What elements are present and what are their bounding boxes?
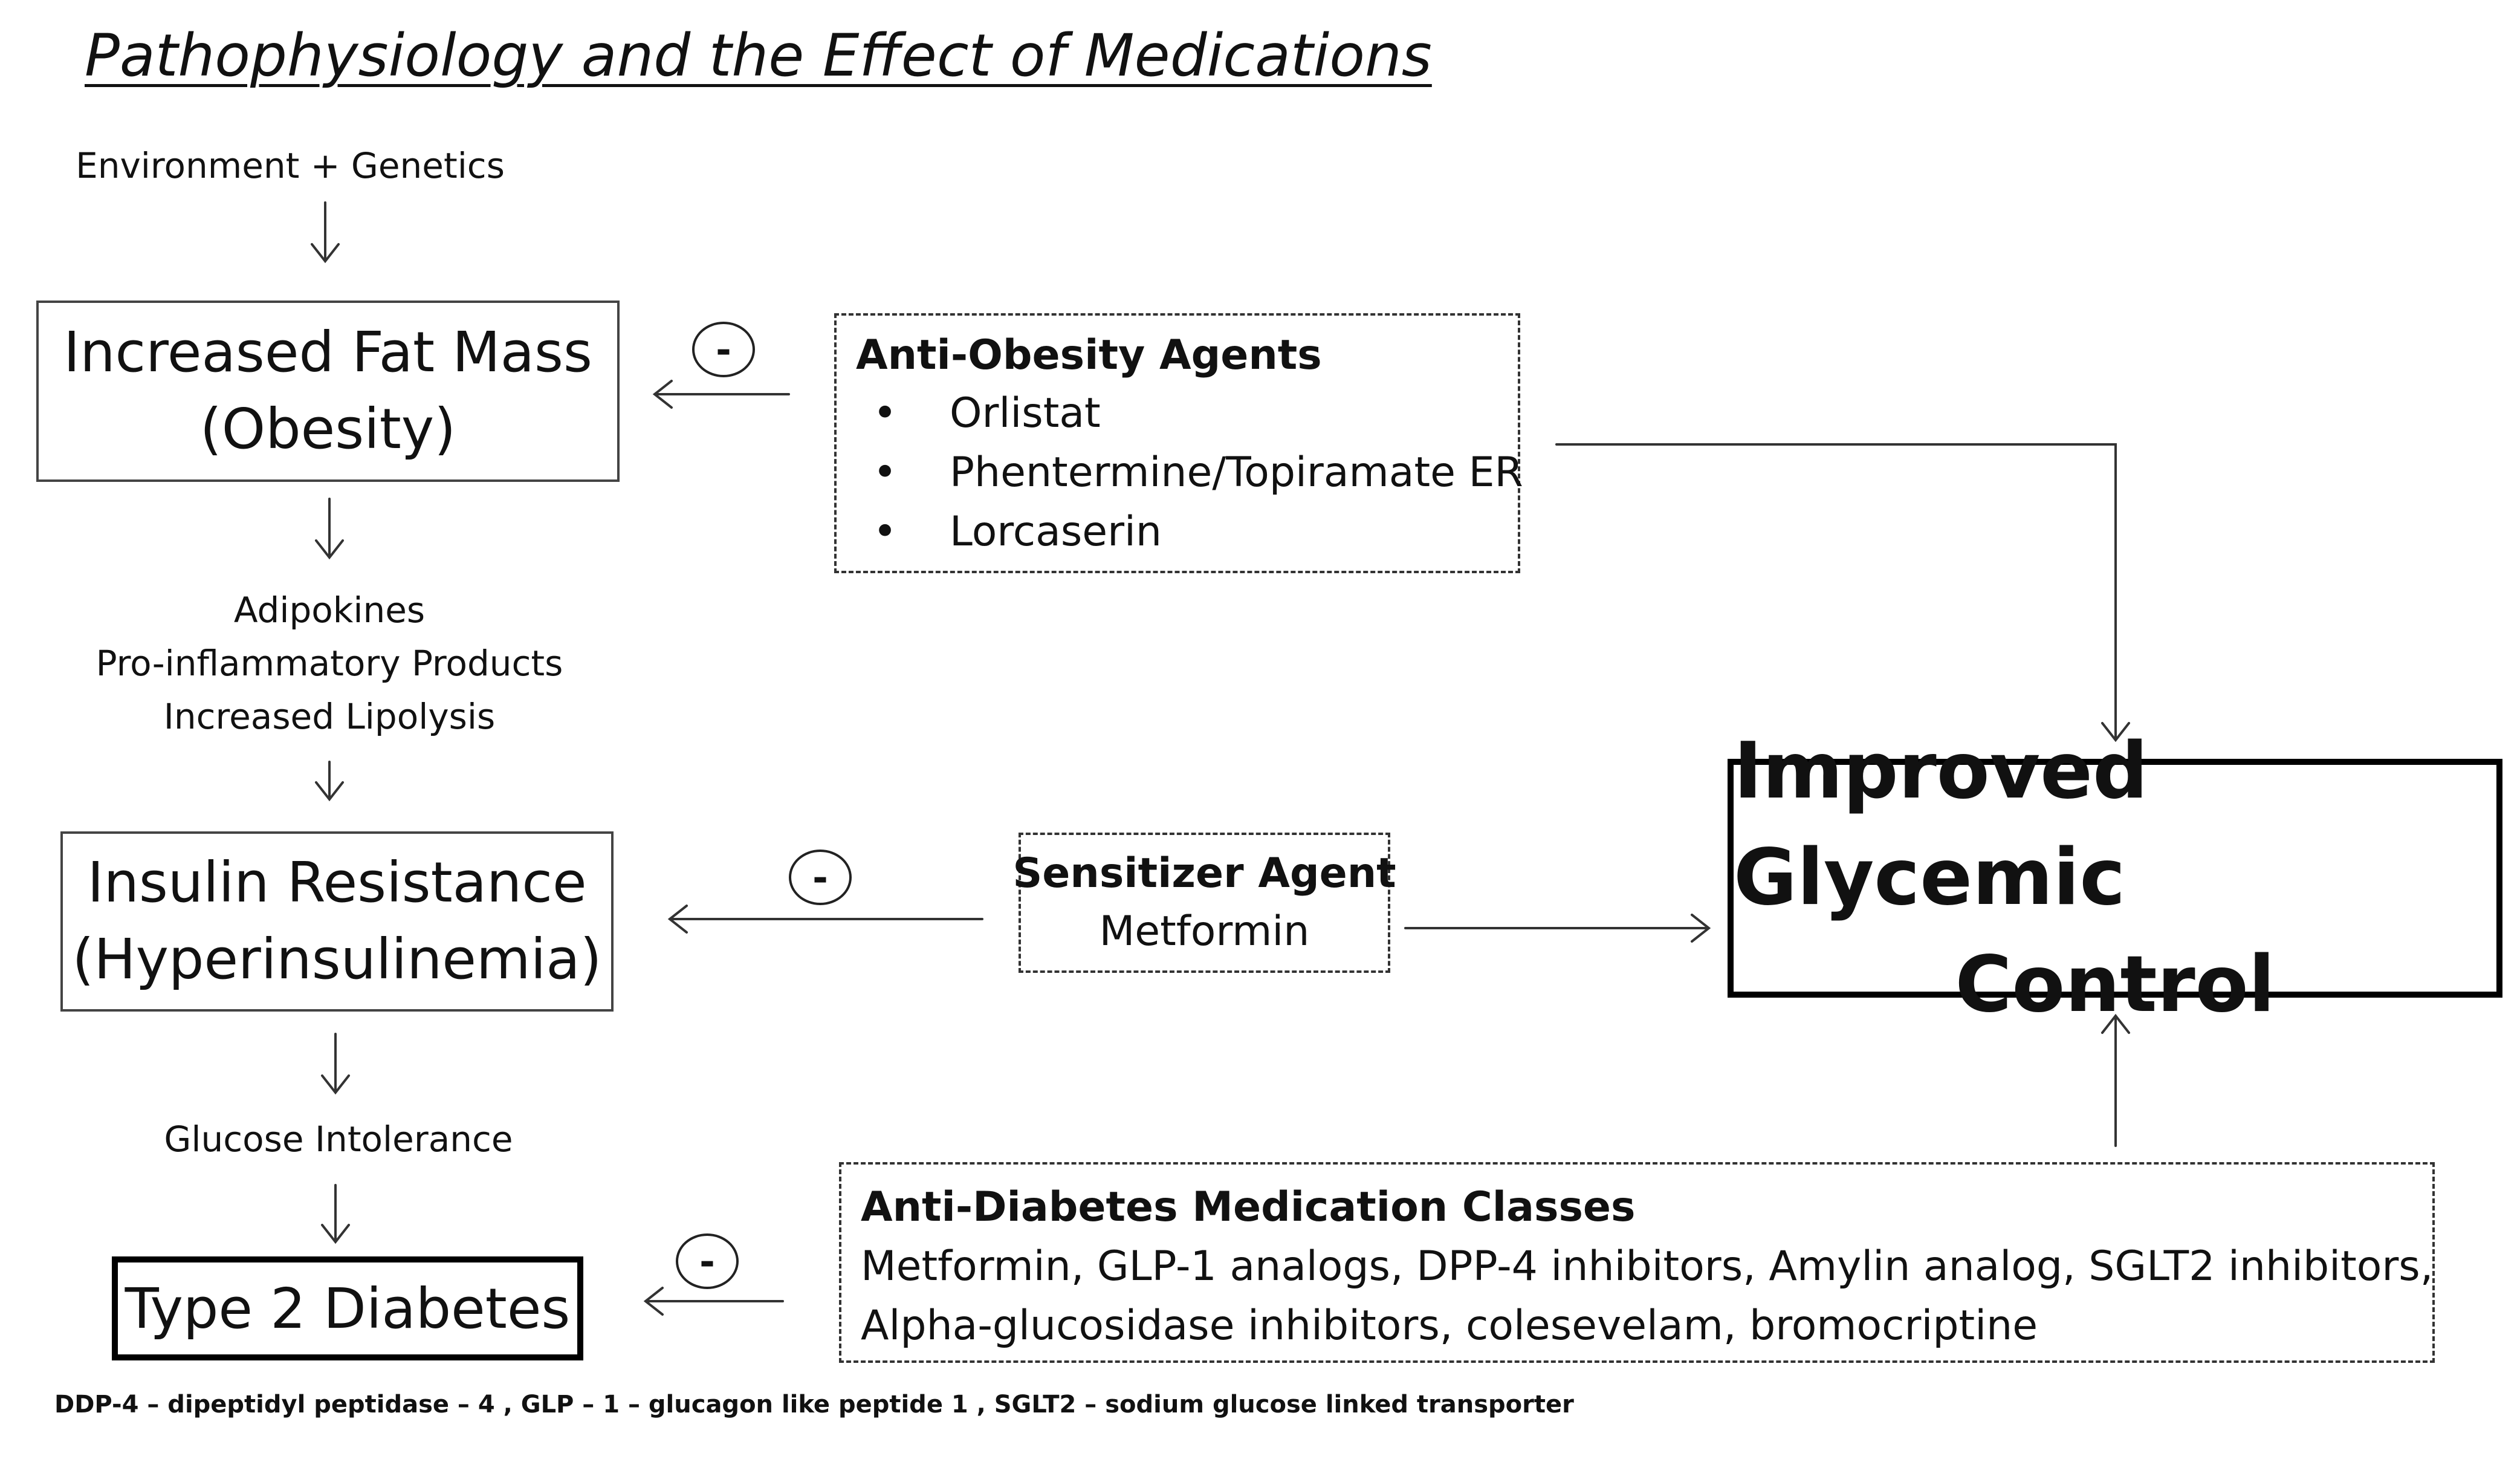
insulin-line1: Insulin Resistance (87, 850, 587, 915)
arrow-anti-obesity-to-glycemic (1555, 443, 2130, 742)
diabetes-label: Type 2 Diabetes (125, 1276, 571, 1341)
arrow-sensitizer-to-glycemic (1404, 914, 1711, 943)
arrow-anti-diabetes-to-diabetes (643, 1287, 784, 1316)
minus-circle-icon: - (789, 850, 852, 905)
page-title: Pathophysiology and the Effect of Medica… (85, 22, 1432, 89)
adipokines-group: Adipokines Pro-inflammatory Products Inc… (57, 583, 601, 743)
arrow-adipokines-to-insulin (315, 761, 344, 802)
arrow-glucose-to-diabetes (321, 1184, 350, 1244)
glucose-intolerance-label: Glucose Intolerance (164, 1119, 513, 1160)
fat-mass-box: Increased Fat Mass (Obesity) (36, 301, 620, 482)
fat-mass-line1: Increased Fat Mass (63, 320, 592, 385)
arrow-anti-obesity-to-fat-mass (652, 380, 790, 409)
arrow-causes-to-fat-mass (311, 201, 340, 264)
insulin-line2: (Hyperinsulinemia) (72, 927, 602, 992)
arrow-sensitizer-to-insulin (667, 905, 983, 934)
list-item: Phentermine/Topiramate ER (856, 443, 1523, 502)
sensitizer-title: Sensitizer Agent (1012, 850, 1396, 897)
anti-diabetes-line2: Alpha-glucosidase inhibitors, colesevela… (861, 1302, 2038, 1350)
arrow-anti-diabetes-to-glycemic (2101, 1013, 2130, 1147)
glycemic-line2: Control (1955, 939, 2275, 1030)
arrow-insulin-to-glucose (321, 1033, 350, 1095)
minus-symbol: - (812, 855, 828, 900)
abbreviation-footnote: DDP-4 – dipeptidyl peptidase – 4 , GLP –… (54, 1391, 1574, 1418)
minus-symbol: - (716, 327, 731, 372)
minus-circle-icon: - (692, 322, 755, 377)
sensitizer-item: Metformin (1099, 908, 1310, 955)
list-item: Lorcaserin (856, 502, 1518, 562)
minus-symbol: - (699, 1239, 715, 1284)
list-item: Orlistat (856, 384, 1518, 443)
adipokines-label: Adipokines (233, 590, 426, 631)
anti-diabetes-title: Anti-Diabetes Medication Classes (861, 1183, 1636, 1231)
insulin-resistance-box: Insulin Resistance (Hyperinsulinemia) (60, 831, 614, 1012)
arrow-fat-mass-to-adipokines (315, 498, 344, 560)
glycemic-line1: Improved Glycemic (1734, 726, 2148, 923)
anti-obesity-title: Anti-Obesity Agents (856, 331, 1322, 379)
pro-inflammatory-label: Pro-inflammatory Products (96, 643, 563, 684)
causes-label: Environment + Genetics (76, 145, 505, 186)
minus-circle-icon: - (676, 1233, 739, 1289)
glycemic-control-box: Improved Glycemic Control (1728, 726, 2502, 1030)
sensitizer-box: Sensitizer Agent Metformin (1012, 833, 1396, 973)
anti-diabetes-box: Anti-Diabetes Medication Classes Metform… (839, 1162, 2435, 1363)
anti-obesity-box: Anti-Obesity Agents Orlistat Phentermine… (834, 313, 1523, 573)
lipolysis-label: Increased Lipolysis (163, 696, 496, 737)
type-2-diabetes-box: Type 2 Diabetes (112, 1256, 583, 1360)
anti-obesity-list: Orlistat Phentermine/Topiramate ER Lorca… (856, 384, 1523, 562)
fat-mass-line2: (Obesity) (199, 397, 456, 461)
anti-diabetes-line1: Metformin, GLP-1 analogs, DPP-4 inhibito… (861, 1243, 2434, 1290)
